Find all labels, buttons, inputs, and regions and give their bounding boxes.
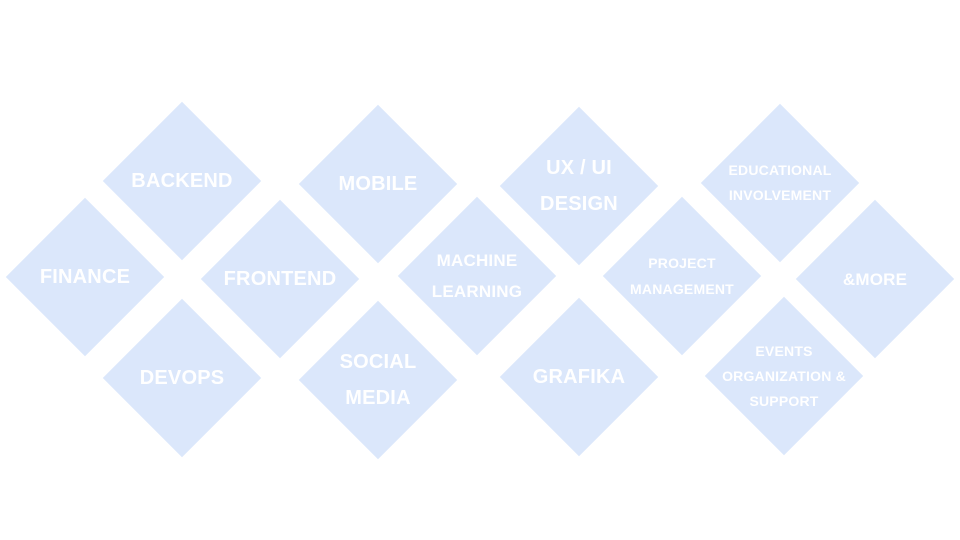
- tile-label-finance: FINANCE: [39, 266, 131, 288]
- tile-frontend: FRONTEND: [200, 199, 360, 359]
- tile-label-more: &MORE: [842, 269, 908, 289]
- tile-grafika: GRAFIKA: [499, 297, 659, 457]
- tile-educational-involvement: EDUCATIONAL INVOLVEMENT: [700, 103, 860, 263]
- tile-ux-ui-design: UX / UI DESIGN: [499, 106, 659, 266]
- tile-label-social-media: SOCIAL MEDIA: [339, 351, 417, 409]
- tile-events-organization-support: EVENTS ORGANIZATION & SUPPORT: [704, 296, 864, 456]
- tile-backend: BACKEND: [102, 101, 262, 261]
- tile-social-media: SOCIAL MEDIA: [298, 300, 458, 460]
- tile-machine-learning: MACHINE LEARNING: [397, 196, 557, 356]
- tile-label-backend: BACKEND: [131, 170, 233, 192]
- tile-label-project-management: PROJECT MANAGEMENT: [630, 255, 734, 297]
- tile-mobile: MOBILE: [298, 104, 458, 264]
- tile-label-frontend: FRONTEND: [223, 268, 337, 290]
- tile-devops: DEVOPS: [102, 298, 262, 458]
- tile-label-grafika: GRAFIKA: [532, 366, 626, 388]
- tile-label-mobile: MOBILE: [338, 173, 418, 195]
- tile-project-management: PROJECT MANAGEMENT: [602, 196, 762, 356]
- tile-label-educational-involvement: EDUCATIONAL INVOLVEMENT: [728, 162, 832, 203]
- tile-finance: FINANCE: [5, 197, 165, 357]
- tile-label-events-organization-support: EVENTS ORGANIZATION & SUPPORT: [722, 342, 846, 409]
- tile-label-devops: DEVOPS: [139, 367, 225, 389]
- tile-label-machine-learning: MACHINE LEARNING: [431, 251, 523, 301]
- tile-label-ux-ui-design: UX / UI DESIGN: [540, 157, 618, 215]
- tile-more: &MORE: [795, 199, 955, 359]
